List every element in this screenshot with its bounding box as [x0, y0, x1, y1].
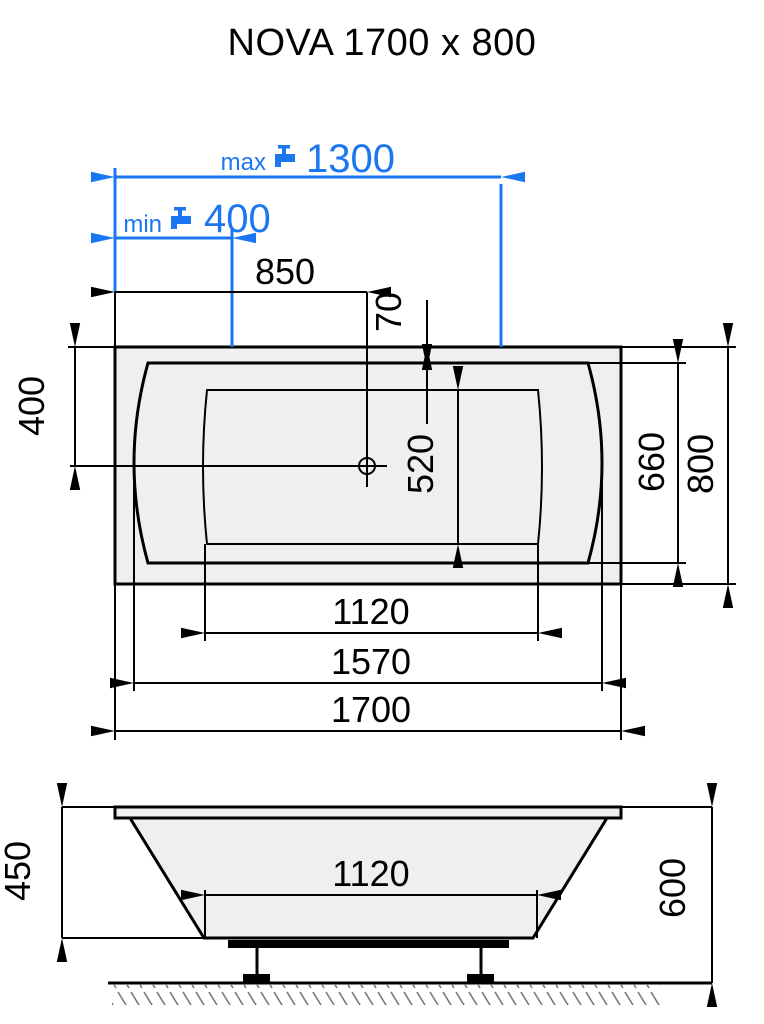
- foot: [467, 974, 494, 983]
- dim-1120-side: 1120: [332, 853, 409, 894]
- min-value: 400: [204, 197, 271, 241]
- dim-800: 800: [680, 434, 721, 494]
- dim-1700: 1700: [331, 689, 411, 730]
- page-title: NOVA 1700 x 800: [227, 22, 537, 64]
- base-frame: [228, 940, 509, 948]
- dim-70: 70: [368, 292, 409, 332]
- dim-400: 400: [11, 376, 52, 436]
- dim-850: 850: [255, 251, 315, 292]
- tub-section-outline: [62, 805, 712, 1005]
- dim-1120: 1120: [332, 591, 409, 632]
- faucet-icon: [171, 207, 191, 229]
- ground-hatching: [112, 984, 660, 1005]
- plan-dimensions: 850 70 400 520 660 800 1120 1570 1700: [11, 251, 734, 737]
- dim-450: 450: [0, 841, 38, 901]
- faucet-position-dims: max 1300 min 400: [91, 137, 525, 347]
- dim-660: 660: [631, 432, 672, 492]
- section-dimensions: 450 1120 600: [0, 783, 718, 1007]
- top-view: max 1300 min 400: [11, 137, 736, 740]
- min-label: min: [123, 211, 162, 238]
- max-label: max: [221, 149, 266, 176]
- basin-section: [127, 816, 610, 940]
- dim-600: 600: [652, 858, 693, 918]
- rim-section: [113, 805, 623, 820]
- extension-lines: [68, 292, 736, 740]
- dim-520: 520: [400, 434, 441, 494]
- dim-1570: 1570: [331, 641, 411, 682]
- max-value: 1300: [306, 137, 395, 181]
- foot: [243, 974, 270, 983]
- faucet-icon: [275, 145, 295, 167]
- side-view: 450 1120 600: [0, 783, 718, 1007]
